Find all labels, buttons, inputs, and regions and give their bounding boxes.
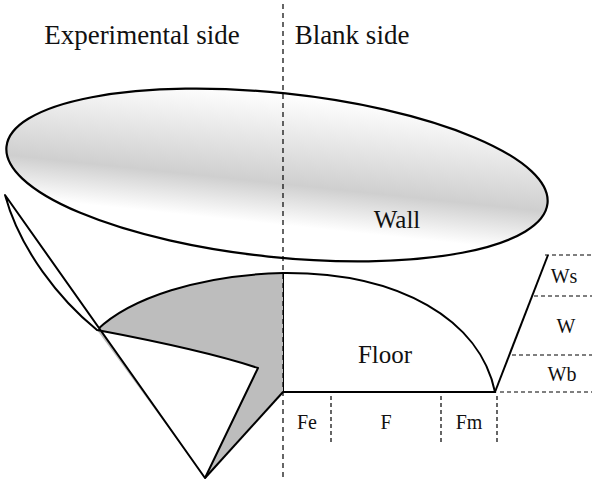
part-name: Floor (358, 341, 412, 369)
outer-wall-edge (495, 255, 548, 392)
side-heading: Blank side (292, 21, 412, 51)
divider-line (282, 4, 283, 478)
part-name: Wall (374, 206, 421, 234)
floor-blank (283, 273, 495, 392)
dimension-label: F (380, 411, 391, 433)
floor-edge (97, 273, 283, 330)
floor-dimension-ticks (331, 396, 497, 445)
dimension-label: Wb (548, 363, 577, 385)
wall-dimension-ticks (500, 255, 592, 392)
dimension-label: W (557, 315, 576, 337)
dimension-label: Ws (551, 265, 578, 287)
side-heading: Experimental side (27, 21, 257, 51)
rim (0, 65, 556, 285)
dimension-label: Fm (456, 411, 483, 433)
inner-wall-shade (0, 65, 556, 285)
floor-front-edge (205, 392, 283, 478)
dimension-label: Fe (297, 411, 317, 433)
wall-cut-flap (5, 195, 258, 478)
